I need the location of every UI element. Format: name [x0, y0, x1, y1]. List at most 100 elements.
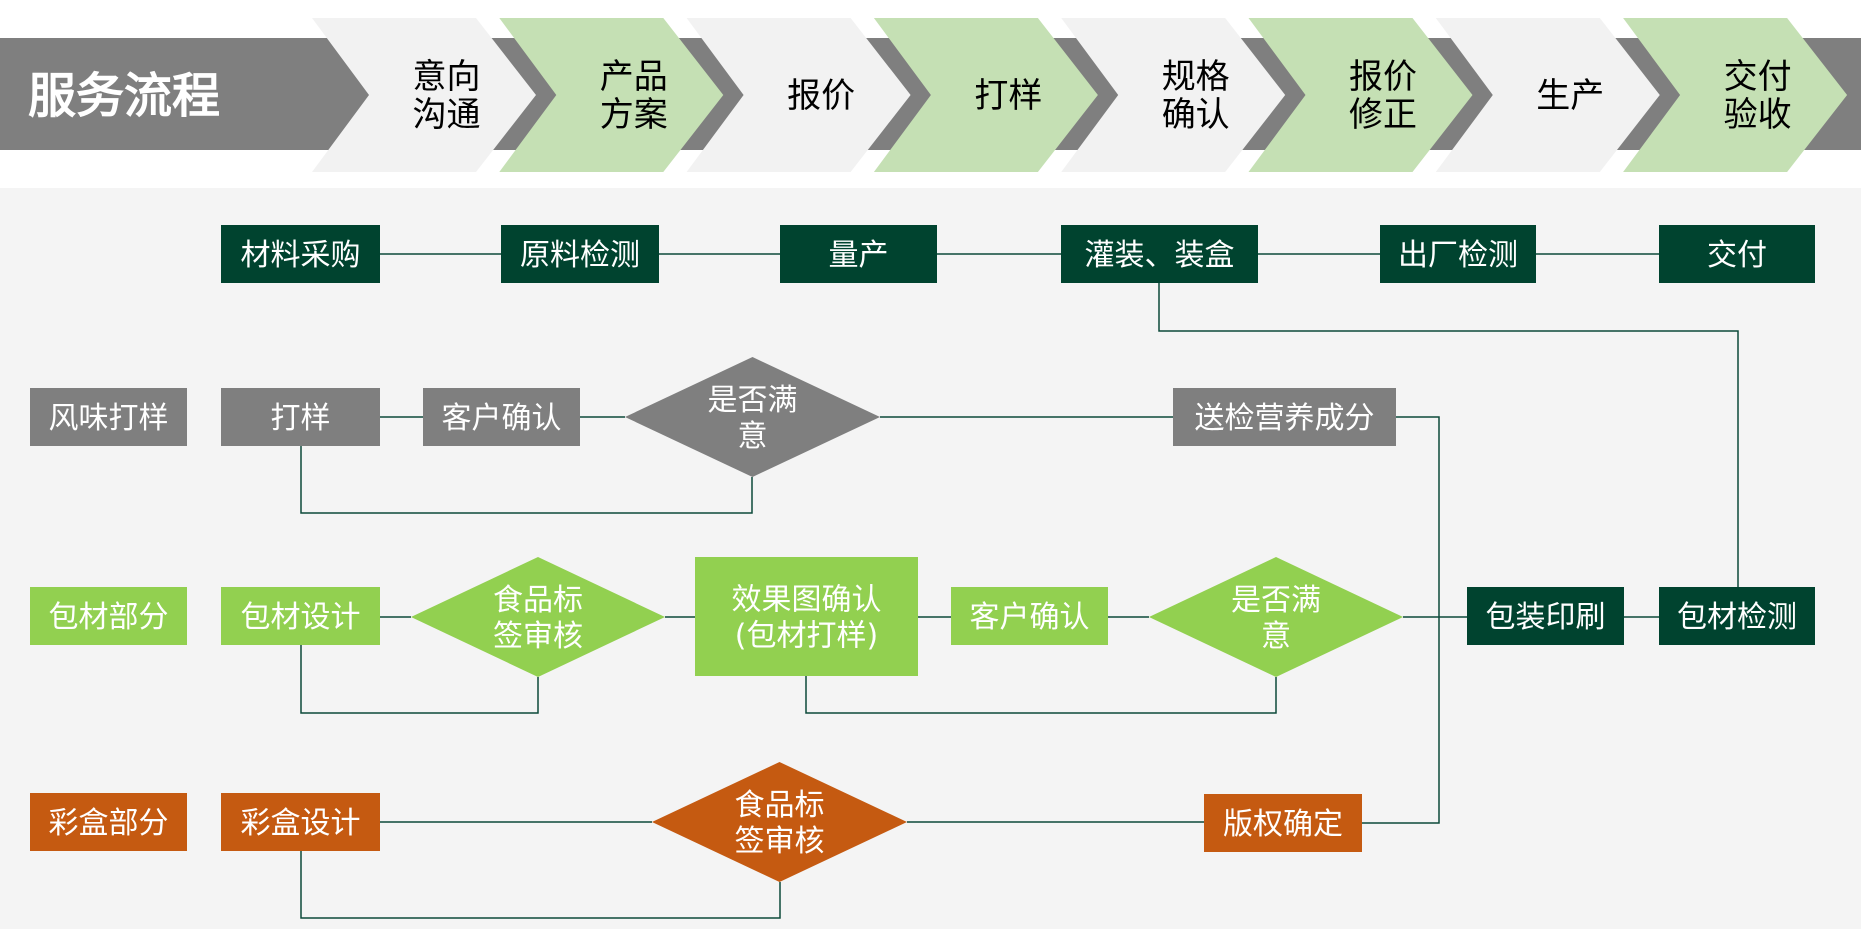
node-label: 意 [738, 419, 768, 454]
process-box [951, 587, 1108, 645]
node-label: (包材打样) [735, 618, 878, 653]
process-step-label: 确认 [1162, 95, 1230, 135]
node-label: 送检营养成分 [1195, 401, 1375, 436]
flow-nodes: 材料采购原料检测量产灌装、装盒出厂检测交付打样客户确认是否满意送检营养成分包材设… [221, 225, 1815, 882]
node-package-printing: 包装印刷 [1467, 587, 1624, 645]
process-step-label: 规格 [1162, 57, 1230, 97]
edge-nutrition-test-to-copyright-confirm [1362, 416, 1440, 824]
process-steps: 意向沟通产品方案报价打样规格确认报价修正生产交付验收 [312, 18, 1848, 172]
process-step-label: 交付 [1724, 57, 1792, 97]
node-label: 原料检测 [520, 238, 640, 273]
process-step-label: 意向 [413, 57, 481, 97]
process-step: 打样 [873, 18, 1098, 172]
process-box [221, 793, 380, 851]
process-step: 报价 [686, 18, 911, 172]
process-box [1204, 794, 1362, 852]
process-step-chevron [686, 18, 911, 172]
process-box [1173, 388, 1396, 446]
lane-label-flavor: 风味打样 [30, 388, 187, 446]
node-label: 客户确认 [442, 401, 562, 436]
node-customer-confirm-1: 客户确认 [423, 388, 580, 446]
node-raw-inspection: 原料检测 [501, 225, 659, 283]
decision-diamond [625, 357, 880, 477]
node-label: 打样 [271, 401, 331, 436]
node-customer-confirm-2: 客户确认 [951, 587, 1108, 645]
node-label: 效果图确认 [732, 582, 882, 617]
node-label: 签审核 [493, 619, 583, 654]
node-label: 风味打样 [49, 401, 169, 436]
process-box [30, 793, 187, 851]
process-step-label: 验收 [1724, 95, 1792, 135]
header-title: 服务流程 [28, 68, 220, 124]
process-box [221, 225, 380, 283]
process-step-chevron [1623, 18, 1848, 172]
decision-diamond [1149, 557, 1403, 677]
node-label: 意 [1261, 619, 1291, 654]
node-pack-inspection: 包材检测 [1659, 587, 1815, 645]
node-label: 是否满 [1231, 583, 1321, 618]
process-box [221, 587, 380, 645]
process-step-chevron [1248, 18, 1473, 172]
edge-label-review-2-to-box-design [300, 851, 781, 919]
node-label: 食品标 [493, 583, 583, 618]
lane-label-packaging: 包材部分 [30, 587, 187, 645]
node-label: 包装印刷 [1486, 600, 1606, 635]
process-box [1659, 587, 1815, 645]
node-material-purchase: 材料采购 [221, 225, 380, 283]
node-label: 包材设计 [241, 600, 361, 635]
process-box [1467, 587, 1624, 645]
process-step-label: 生产 [1536, 76, 1604, 116]
process-box [30, 388, 187, 446]
process-header: 意向沟通产品方案报价打样规格确认报价修正生产交付验收 服务流程 [0, 18, 1861, 172]
process-box [1659, 225, 1815, 283]
node-label: 彩盒部分 [49, 806, 169, 841]
process-box [1380, 225, 1536, 283]
process-step-chevron [312, 18, 536, 172]
process-step-label: 修正 [1349, 95, 1417, 135]
process-step-label: 沟通 [413, 95, 481, 135]
process-box [221, 388, 380, 446]
edge-satisfied-2-to-render-confirm [805, 676, 1277, 714]
node-label: 材料采购 [241, 238, 361, 273]
node-label: 彩盒设计 [241, 806, 361, 841]
node-sampling: 打样 [221, 388, 380, 446]
process-step-chevron [873, 18, 1098, 172]
process-step-chevron [1061, 18, 1286, 172]
process-box [501, 225, 659, 283]
edge-label-review-1-to-pack-design [300, 645, 539, 714]
process-step: 生产 [1435, 18, 1660, 172]
connector-lines [300, 253, 1739, 919]
process-step-label: 产品 [600, 57, 668, 97]
process-box [423, 388, 580, 446]
node-label: 客户确认 [970, 600, 1090, 635]
lane-label-colorbox: 彩盒部分 [30, 793, 187, 851]
node-label: 灌装、装盒 [1085, 238, 1235, 273]
process-step-label: 方案 [600, 95, 668, 135]
process-box [695, 557, 918, 676]
node-filling-boxing: 灌装、装盒 [1061, 225, 1258, 283]
node-label: 量产 [829, 238, 889, 273]
process-step-chevron [499, 18, 724, 172]
node-label: 版权确定 [1223, 807, 1343, 842]
process-box [1061, 225, 1258, 283]
node-factory-inspection: 出厂检测 [1380, 225, 1536, 283]
node-label: 食品标 [735, 788, 825, 823]
decision-diamond [652, 762, 907, 882]
node-pack-design: 包材设计 [221, 587, 380, 645]
node-box-design: 彩盒设计 [221, 793, 380, 851]
decision-diamond [411, 557, 665, 677]
process-step-chevron [1435, 18, 1660, 172]
process-step-label: 报价 [1349, 57, 1417, 97]
process-box [780, 225, 937, 283]
